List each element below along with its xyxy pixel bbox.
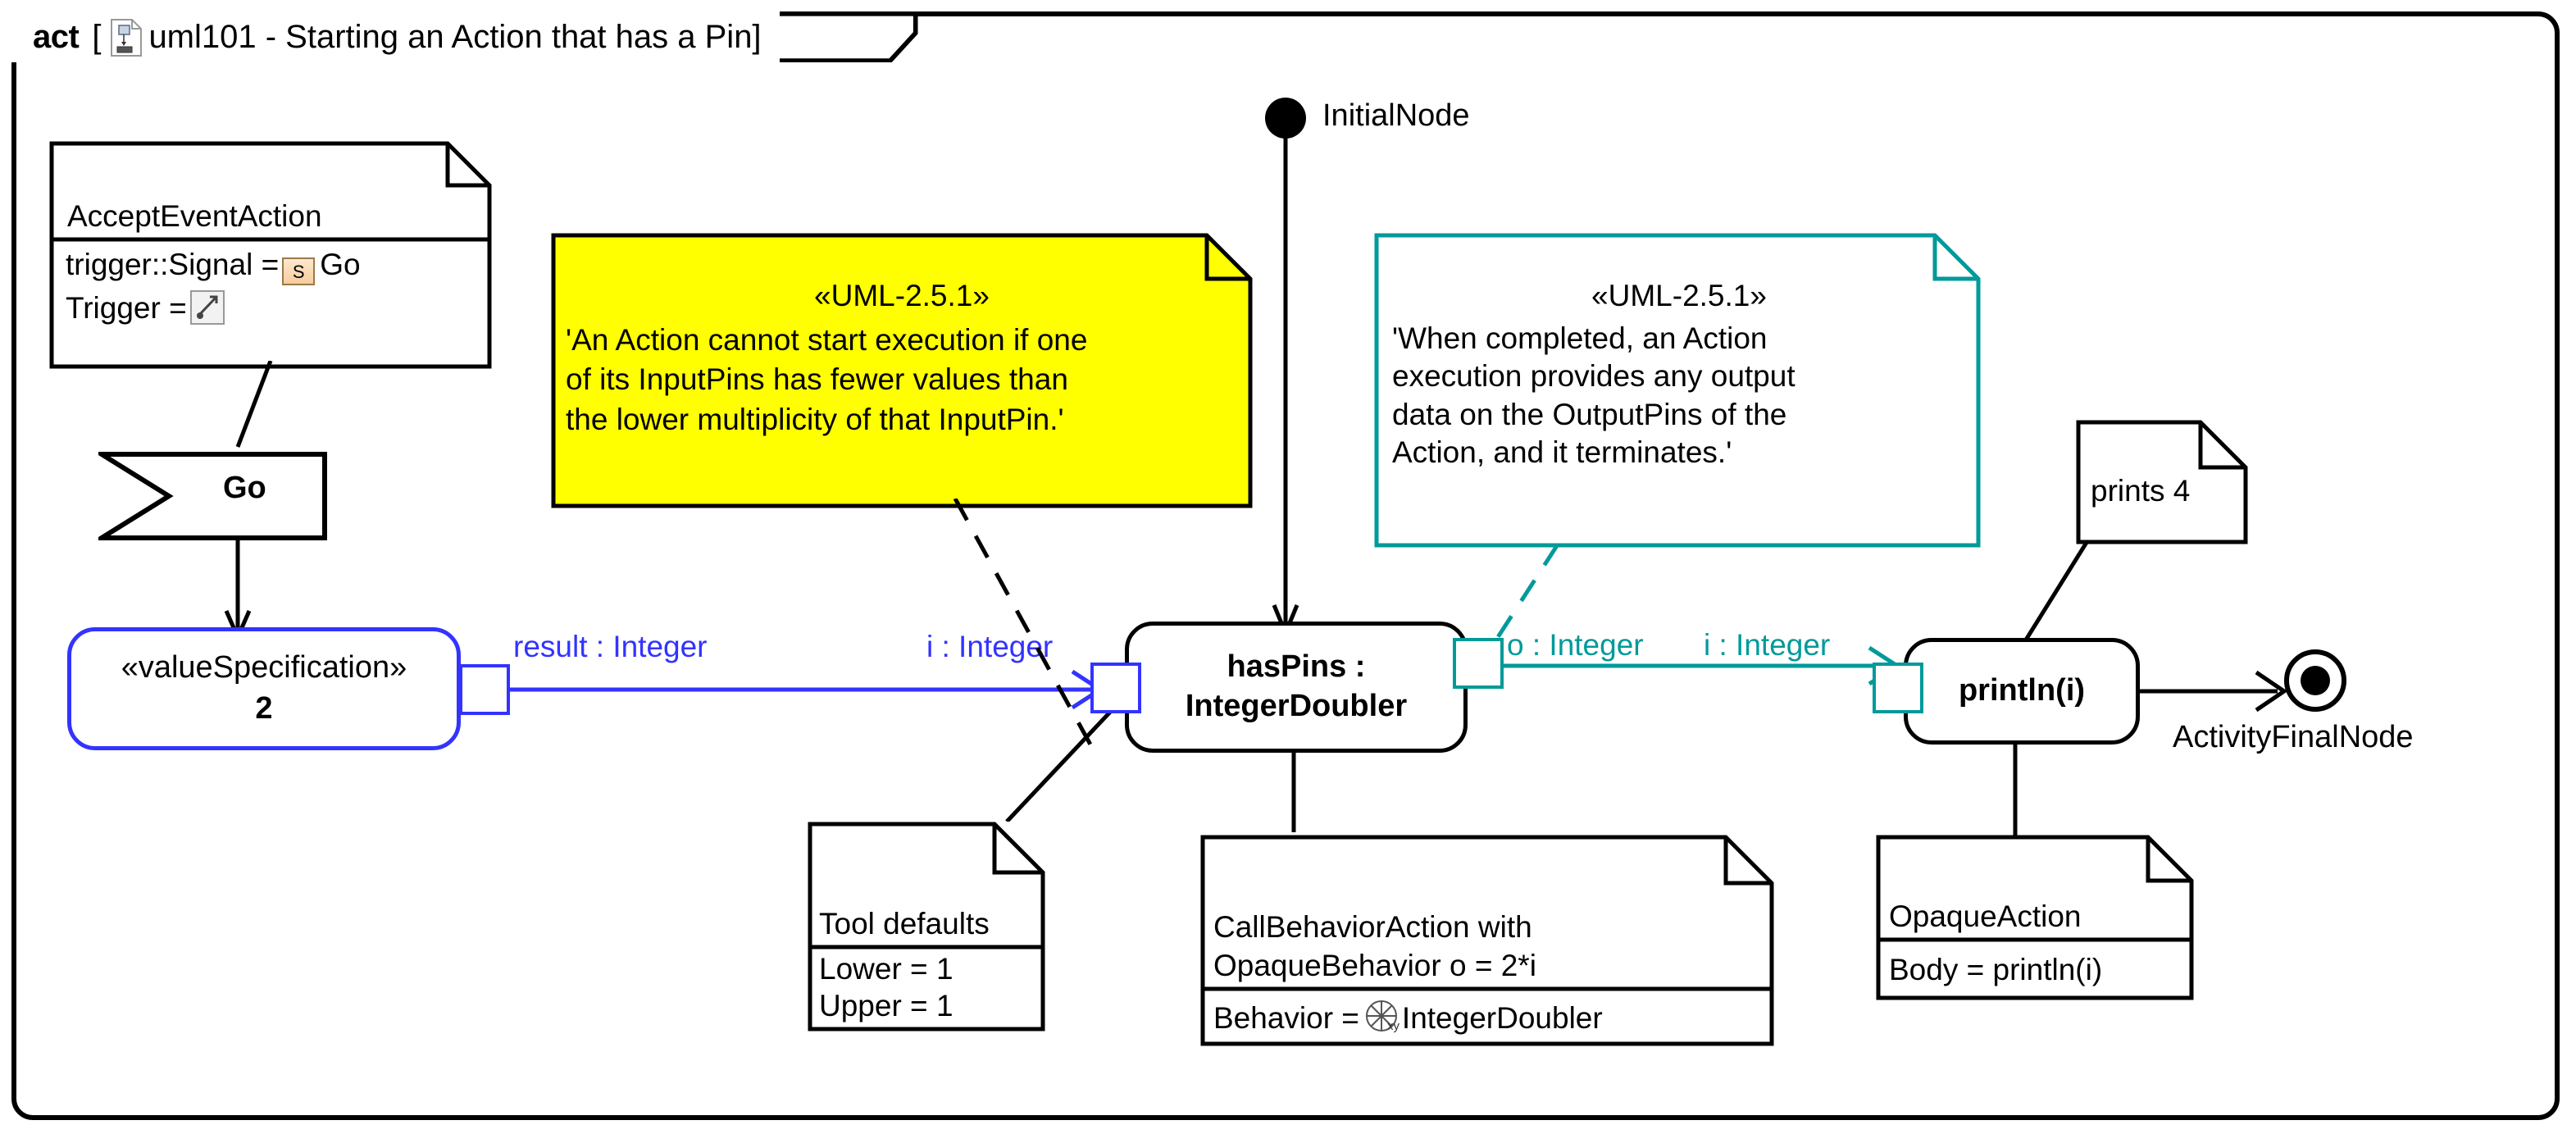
signal-go-label: Go xyxy=(223,471,266,505)
uml-teal-note-line-2: execution provides any output xyxy=(1392,359,1795,394)
yellow-note-anchor xyxy=(953,499,1093,746)
accept-event-attr-2-prefix: Trigger = xyxy=(66,291,187,325)
tool-defaults-note: Tool defaults Lower = 1 Upper = 1 xyxy=(808,822,1045,1032)
value-spec-stereotype: «valueSpecification» xyxy=(121,650,407,685)
inputpin-to-tooldefaults-anchor xyxy=(1005,707,1117,823)
activity-final-node-inner xyxy=(2301,666,2330,695)
haspins-to-callbehavior-anchor xyxy=(1291,746,1296,832)
uml-teal-note: «UML-2.5.1» 'When completed, an Action e… xyxy=(1374,233,1981,548)
accept-event-to-signal-connector xyxy=(235,361,273,448)
uml-yellow-note-line-1: 'An Action cannot start execution if one xyxy=(566,323,1088,357)
teal-note-anchor xyxy=(1486,544,1560,653)
input-pin-i[interactable] xyxy=(1090,663,1141,713)
edge-label-result-integer: result : Integer xyxy=(513,630,708,663)
diagram-frame xyxy=(11,11,2560,1120)
output-pin-result[interactable] xyxy=(459,664,510,715)
tool-defaults-title: Tool defaults xyxy=(819,906,990,940)
uml-teal-note-line-4: Action, and it terminates.' xyxy=(1392,435,1732,470)
tool-defaults-attr-2: Upper = 1 xyxy=(819,989,953,1023)
call-behavior-attr-suffix: IntegerDoubler xyxy=(1401,1001,1603,1035)
accept-event-note-title: AcceptEventAction xyxy=(67,198,322,233)
uml-teal-note-stereotype: «UML-2.5.1» xyxy=(1591,279,1767,312)
uml-yellow-note: «UML-2.5.1» 'An Action cannot start exec… xyxy=(551,233,1253,508)
lightning-trigger-icon xyxy=(189,290,225,325)
has-pins-line-2: IntegerDoubler xyxy=(1185,689,1408,723)
uml-yellow-note-line-2: of its InputPins has fewer values than xyxy=(566,362,1068,397)
println-action[interactable]: println(i) xyxy=(1904,638,2140,745)
control-flow-initial-to-haspins xyxy=(1272,131,1299,639)
tool-defaults-attr-1: Lower = 1 xyxy=(819,952,953,986)
output-pin-o[interactable] xyxy=(1453,638,1504,689)
activity-final-node[interactable] xyxy=(2284,649,2346,712)
uml-yellow-note-line-3: the lower multiplicity of that InputPin.… xyxy=(566,402,1064,436)
call-behavior-attr-prefix: Behavior = xyxy=(1213,1001,1359,1035)
opaque-action-note: OpaqueAction Body = println(i) xyxy=(1876,835,2194,1000)
has-pins-line-1: hasPins : xyxy=(1227,649,1366,685)
svg-text:xy: xy xyxy=(1387,1019,1400,1033)
frame-title-text: uml101 - Starting an Action that has a P… xyxy=(148,18,762,55)
behavior-icon: xy xyxy=(1363,999,1400,1036)
uml-teal-note-line-1: 'When completed, an Action xyxy=(1392,321,1768,355)
call-behavior-line-1: CallBehaviorAction with xyxy=(1213,910,1532,945)
input-pin-println-i[interactable] xyxy=(1873,663,1923,713)
accept-event-attr-2: Trigger = xyxy=(66,290,492,325)
prints-note: prints 4 xyxy=(2076,420,2248,544)
uml-teal-note-line-3: data on the OutputPins of the xyxy=(1392,397,1787,431)
edge-label-output-o-integer: o : Integer xyxy=(1507,628,1644,662)
value-specification-action[interactable]: «valueSpecification» 2 xyxy=(67,627,461,750)
signal-receipt-go-shape[interactable] xyxy=(98,451,328,541)
initial-node-label: InitialNode xyxy=(1322,98,1470,133)
accept-event-attr-1-prefix: trigger::Signal = xyxy=(66,248,280,281)
call-behavior-line-2: OpaqueBehavior o = 2*i xyxy=(1213,948,1536,982)
value-spec-value: 2 xyxy=(255,691,273,726)
opaque-action-title: OpaqueAction xyxy=(1889,899,2082,933)
accept-event-attr-1-suffix: Go xyxy=(320,248,361,281)
frame-title: act [ uml101 - Starting an Action that h… xyxy=(11,11,780,62)
activity-diagram-icon xyxy=(111,19,143,57)
frame-keyword: act xyxy=(33,18,80,55)
uml-yellow-note-stereotype: «UML-2.5.1» xyxy=(814,279,990,312)
opaque-action-attr: Body = println(i) xyxy=(1889,953,2103,987)
activity-final-node-label: ActivityFinalNode xyxy=(2173,720,2414,754)
prints-note-anchor xyxy=(2023,541,2090,643)
println-to-opaqueaction-anchor xyxy=(2013,742,2018,836)
edge-label-input-i2-integer: i : Integer xyxy=(1704,628,1831,662)
frame-bracket-open: [ xyxy=(92,18,102,55)
signal-chip-icon: S xyxy=(282,257,316,285)
control-flow-go-to-valuespec xyxy=(224,537,252,640)
edge-label-input-i-integer: i : Integer xyxy=(926,630,1054,663)
println-label: println(i) xyxy=(1958,673,2086,708)
has-pins-action[interactable]: hasPins : IntegerDoubler xyxy=(1125,622,1468,753)
control-flow-println-to-final xyxy=(2137,670,2288,713)
call-behavior-action-note: CallBehaviorAction with OpaqueBehavior o… xyxy=(1200,835,1774,1046)
prints-note-text: prints 4 xyxy=(2091,474,2191,508)
